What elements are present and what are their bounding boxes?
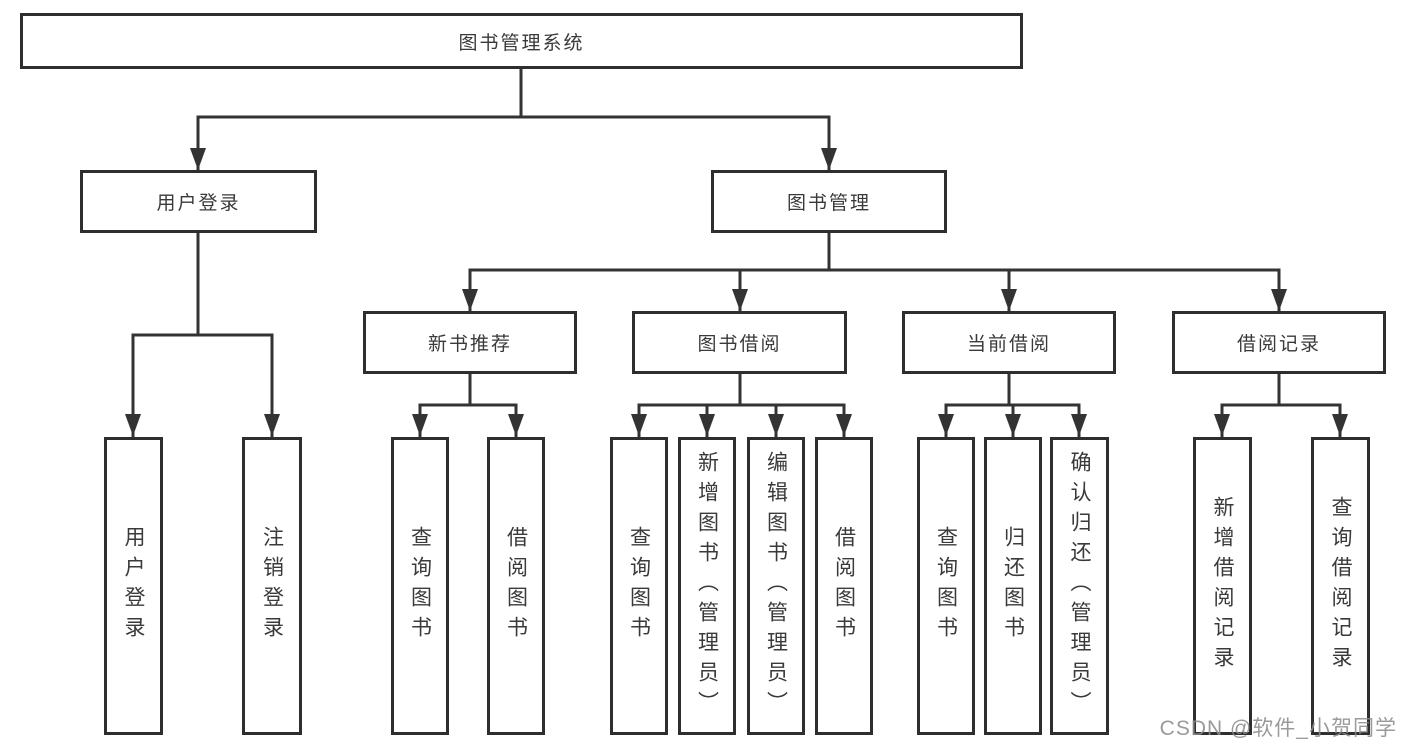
node-book-borrow-label: 图书借阅 [697, 334, 782, 355]
node-user-login-label: 用户登录 [156, 193, 241, 214]
leaf-nbr-query-book-label: 查询图书 [408, 526, 432, 646]
node-user-login: 用户登录 [80, 170, 317, 233]
leaf-br-query-record-label: 查询借阅记录 [1329, 496, 1352, 676]
node-borrow-record: 借阅记录 [1172, 311, 1386, 374]
leaf-bb-add-book-admin: 新增图书（管理员） [678, 437, 736, 735]
leaf-nbr-query-book: 查询图书 [391, 437, 449, 735]
leaf-nbr-borrow-book-label: 借阅图书 [504, 526, 528, 646]
leaf-bb-edit-book-admin-label: 编辑图书（管理员） [764, 451, 788, 721]
node-new-book-recommend: 新书推荐 [363, 311, 577, 374]
node-book-borrow: 图书借阅 [632, 311, 847, 374]
leaf-br-add-record: 新增借阅记录 [1193, 437, 1252, 735]
leaf-user-login: 用户登录 [104, 437, 163, 735]
leaf-br-add-record-label: 新增借阅记录 [1211, 496, 1234, 676]
csdn-watermark: CSDN @软件_小贺同学 [1159, 717, 1397, 740]
leaf-nbr-borrow-book: 借阅图书 [487, 437, 545, 735]
leaf-logout-label: 注销登录 [260, 526, 284, 646]
leaf-cb-return-book: 归还图书 [984, 437, 1042, 735]
node-current-borrow: 当前借阅 [902, 311, 1116, 374]
leaf-bb-add-book-admin-label: 新增图书（管理员） [695, 451, 719, 721]
leaf-cb-confirm-return-admin: 确认归还（管理员） [1050, 437, 1109, 735]
leaf-logout: 注销登录 [242, 437, 302, 735]
node-book-management: 图书管理 [711, 170, 947, 233]
leaf-bb-edit-book-admin: 编辑图书（管理员） [747, 437, 805, 735]
leaf-cb-query-book: 查询图书 [917, 437, 975, 735]
node-current-borrow-label: 当前借阅 [966, 334, 1051, 355]
leaf-cb-confirm-return-admin-label: 确认归还（管理员） [1068, 451, 1091, 721]
node-borrow-record-label: 借阅记录 [1236, 334, 1321, 355]
node-root-label: 图书管理系统 [458, 32, 585, 54]
arrowhead-icons [125, 148, 1348, 436]
leaf-user-login-label: 用户登录 [122, 526, 145, 646]
leaf-bb-query-book-label: 查询图书 [627, 526, 651, 646]
leaf-br-query-record: 查询借阅记录 [1311, 437, 1370, 735]
leaf-bb-borrow-book: 借阅图书 [815, 437, 873, 735]
node-book-management-label: 图书管理 [786, 193, 871, 214]
node-root-system: 图书管理系统 [20, 13, 1023, 69]
node-new-book-recommend-label: 新书推荐 [427, 334, 512, 355]
leaf-bb-query-book: 查询图书 [610, 437, 668, 735]
leaf-bb-borrow-book-label: 借阅图书 [832, 526, 856, 646]
leaf-cb-return-book-label: 归还图书 [1001, 526, 1025, 646]
leaf-cb-query-book-label: 查询图书 [934, 526, 958, 646]
